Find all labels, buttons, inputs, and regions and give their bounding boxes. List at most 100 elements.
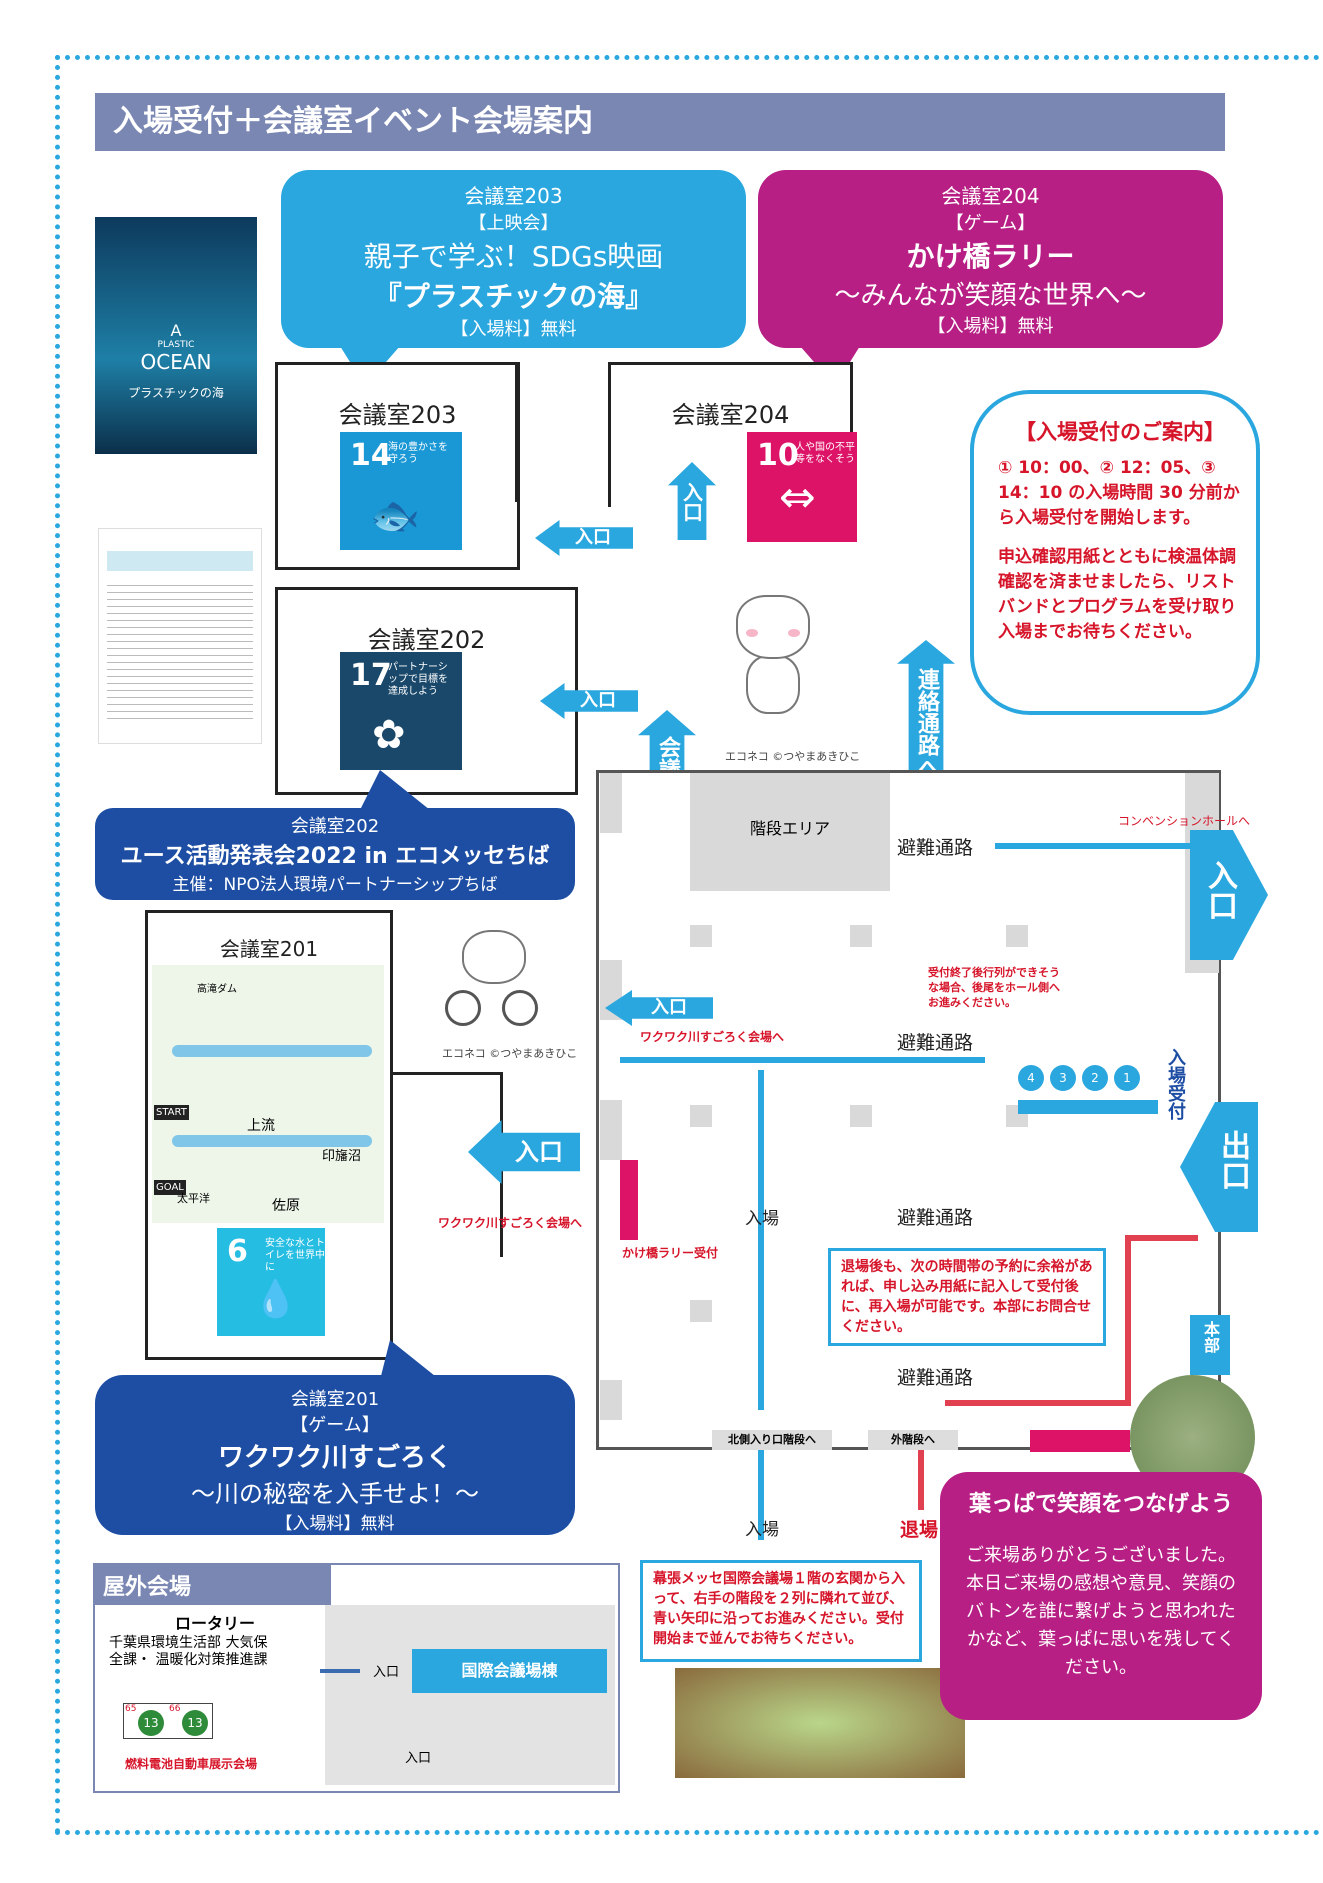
page-title: 入場受付＋会議室イベント会場案内	[95, 93, 1225, 151]
room-201-label: 会議室201	[219, 937, 319, 961]
stairs-area: 階段エリア	[690, 773, 890, 891]
cat-credit: エコネコ ©つやまあきひこ	[725, 750, 861, 763]
room-204-label: 会議室204	[671, 401, 790, 429]
reentry-note: 退場後も、次の時間帯の予約に余裕があれば、申し込み用紙に記入して受付後に、再入場…	[828, 1248, 1106, 1346]
flyer-thumbnail	[98, 528, 262, 744]
building-label: 国際会議場棟	[412, 1649, 607, 1693]
room203-title: 親子で学ぶ！SDGs映画	[363, 240, 664, 273]
pillar	[1006, 925, 1028, 947]
honbu-pink-bar	[1030, 1430, 1130, 1452]
room204-name: 会議室204	[941, 184, 1040, 208]
room201-name: 会議室201	[290, 1389, 380, 1410]
pillar	[850, 925, 872, 947]
sdg-17-icon: 17 パートナーシップで目標を達成しよう ✿	[340, 652, 462, 770]
sugoroku-board: 高滝ダム START 上流 印旛沼 GOAL 太平洋 佐原	[152, 965, 384, 1223]
outdoor-venue-box: 屋外会場 ロータリー 千葉県環境生活部 大気保全課・ 温暖化対策推進課 65 1…	[93, 1563, 620, 1793]
entry-flow-line	[758, 1070, 764, 1410]
room204-category: 【ゲーム】	[945, 213, 1036, 234]
room203-event-bubble: 会議室203 【上映会】 親子で学ぶ！SDGs映画 『プラスチックの海』 【入場…	[281, 170, 746, 348]
exit-flow	[918, 1430, 924, 1510]
return-flow	[1125, 1235, 1131, 1400]
pillar	[690, 1105, 712, 1127]
pillar	[850, 1105, 872, 1127]
outdoor-entry-2: 入口	[405, 1751, 432, 1766]
evac-passage-1: 避難通路	[897, 837, 974, 859]
pillar	[600, 773, 622, 833]
poster-jp: プラスチックの海	[128, 386, 224, 400]
room202-title: ユース活動発表会2022 in エコメッセちば	[120, 844, 550, 869]
info-heading: 【入場受付のご案内】	[1015, 420, 1225, 444]
room204-fee: 【入場料】無料	[927, 316, 1054, 337]
poster-a: A	[170, 321, 182, 340]
poster-ocean: OCEAN	[140, 350, 212, 374]
entry-flow-line	[758, 1440, 764, 1540]
room204-subtitle: ～みんなが笑顔な世界へ～	[834, 281, 1147, 311]
leaf-body: ご来場ありがとうございました。本日ご来場の感想や意見、笑顔のバトンを誰に繋げよう…	[966, 1545, 1236, 1678]
sdg-6-icon: 6 安全な水とトイレを世界中に 💧	[217, 1228, 325, 1336]
pillar	[600, 1100, 622, 1160]
rotary-label: ロータリー	[175, 1614, 256, 1633]
movie-poster: A PLASTIC OCEAN プラスチックの海	[95, 217, 257, 454]
dotted-frame	[55, 55, 1320, 1835]
eco-cat-bicycle-mascot	[440, 930, 540, 1030]
outdoor-heading: 屋外会場	[95, 1565, 331, 1605]
room-202-label: 会議室202	[367, 626, 486, 654]
leaf-heading: 葉っぱで笑顔をつなげよう	[968, 1492, 1233, 1517]
room203-fee: 【入場料】無料	[450, 319, 577, 340]
entrance-note: 幕張メッセ国際会議場１階の玄関から入って、右手の階段を２列に隣れて並び、青い矢印…	[640, 1560, 922, 1662]
queue-note: 受付終了後行列ができそうな場合、後尾をホール側へお進みください。	[928, 966, 1060, 1009]
evac-passage-2: 避難通路	[897, 1032, 974, 1054]
kakehashi-reception-bar	[620, 1160, 638, 1240]
dept-label: 千葉県環境生活部 大気保全課・ 温暖化対策推進課	[109, 1635, 268, 1668]
convention-hall-label: コンベンションホールへ	[1118, 814, 1251, 828]
room202-bubble-tail	[360, 770, 430, 810]
return-flow	[1130, 1235, 1198, 1241]
room204-title: かけ橋ラリー	[906, 240, 1075, 273]
evac-passage-3: 避難通路	[897, 1207, 974, 1229]
sugoroku-direction-1: ワクワク川すごろく会場へ	[640, 1030, 785, 1044]
pillar	[690, 925, 712, 947]
wall	[515, 362, 518, 502]
return-flow	[945, 1400, 1131, 1406]
leaf-tree-photo	[675, 1668, 965, 1778]
reception-info-box: 【入場受付のご案内】 ① 10：00、② 12：05、③ 14：10 の入場時間…	[970, 390, 1260, 715]
eco-cat-mascot	[723, 585, 823, 735]
poster-plastic: PLASTIC	[157, 340, 195, 350]
entry-label-floor: 入場	[745, 1209, 779, 1229]
sdg-10-icon: 10 人や国の不平等をなくそう ⇔	[747, 432, 857, 542]
flow-line	[620, 1057, 985, 1063]
room201-title: ワクワク川すごろく	[217, 1443, 452, 1473]
room203-name: 会議室203	[464, 184, 563, 208]
pillar	[600, 1380, 622, 1420]
sdg-14-icon: 14 海の豊かさを守ろう 🐟	[340, 432, 462, 550]
entry-label-bottom: 入場	[745, 1520, 779, 1540]
room201-fee: 【入場料】無料	[275, 1514, 395, 1534]
wall	[393, 1072, 503, 1075]
pillar	[690, 1300, 712, 1322]
exit-label-bottom: 退場	[900, 1519, 939, 1541]
honbu-tag: 本部	[1190, 1315, 1230, 1375]
room202-organizer: 主催：NPO法人環境パートナーシップちば	[172, 875, 498, 895]
cat-credit-2: エコネコ ©つやまあきひこ	[442, 1047, 578, 1060]
room202-event-bubble: 会議室202 ユース活動発表会2022 in エコメッセちば 主催：NPO法人環…	[95, 808, 575, 900]
flow-line	[995, 843, 1190, 849]
reception-counter	[1018, 1100, 1158, 1114]
outdoor-entry-1: 入口	[373, 1665, 400, 1680]
info-procedure: 申込確認用紙とともに検温体調確認を済ませましたら、リストバンドとプログラムを受け…	[998, 547, 1237, 642]
room-203-label: 会議室203	[338, 401, 457, 429]
north-stairs-sign: 北側入り口階段へ	[712, 1430, 832, 1450]
sugoroku-direction-2: ワクワク川すごろく会場へ	[438, 1216, 583, 1230]
room201-subtitle: ～川の秘密を入手せよ！～	[191, 1480, 479, 1508]
outer-stairs-sign: 外階段へ	[868, 1430, 958, 1450]
room201-event-bubble: 会議室201 【ゲーム】 ワクワク川すごろく ～川の秘密を入手せよ！～ 【入場料…	[95, 1375, 575, 1535]
stairs-area-label: 階段エリア	[749, 819, 830, 838]
room203-category: 【上映会】	[468, 213, 559, 234]
room201-bubble-tail	[380, 1340, 440, 1380]
room201-category: 【ゲーム】	[290, 1415, 380, 1436]
info-times: ① 10：00、② 12：05、③ 14：10 の入場時間 30 分前から入場受…	[998, 458, 1240, 528]
reception-label: 入場受付	[1165, 1048, 1186, 1120]
fuelcell-label: 燃料電池自動車展示会場	[125, 1757, 258, 1771]
leaf-message-bubble: 葉っぱで笑顔をつなげよう ご来場ありがとうございました。本日ご来場の感想や意見、…	[940, 1472, 1262, 1720]
room204-event-bubble: 会議室204 【ゲーム】 かけ橋ラリー ～みんなが笑顔な世界へ～ 【入場料】無料	[758, 170, 1223, 348]
